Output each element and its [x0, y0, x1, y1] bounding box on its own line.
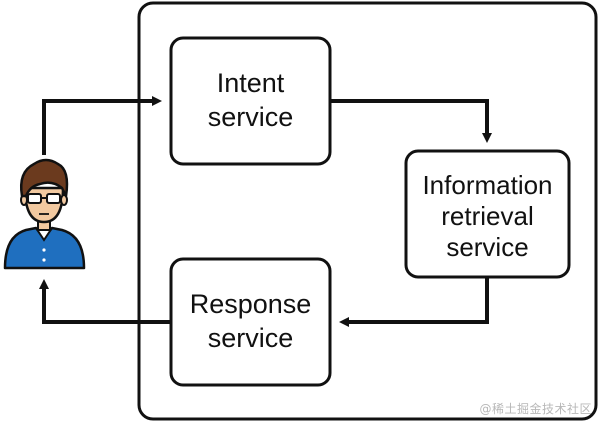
- arrow-retrieval-to-response: [339, 277, 489, 327]
- intent-service-node: Intent service: [169, 36, 332, 166]
- watermark-text: @稀土掘金技术社区: [479, 402, 592, 416]
- user-avatar-icon: [3, 158, 86, 270]
- retrieval-service-label-line3: service: [446, 232, 528, 262]
- response-service-label-line1: Response: [190, 289, 312, 319]
- arrow-user-to-intent: [42, 96, 162, 155]
- intent-service-label-line1: Intent: [217, 68, 285, 98]
- system-boundary: [137, 1, 598, 421]
- arrow-intent-to-retrieval: [330, 99, 492, 143]
- retrieval-service-label-line2: retrieval: [441, 201, 533, 231]
- arrow-response-to-user: [39, 279, 171, 324]
- retrieval-service-label-line1: Information: [422, 170, 552, 200]
- response-service-label-line2: service: [208, 323, 294, 353]
- response-service-node: Response service: [169, 257, 332, 387]
- intent-service-label-line2: service: [208, 102, 294, 132]
- information-retrieval-service-node: Information retrieval service: [404, 149, 571, 279]
